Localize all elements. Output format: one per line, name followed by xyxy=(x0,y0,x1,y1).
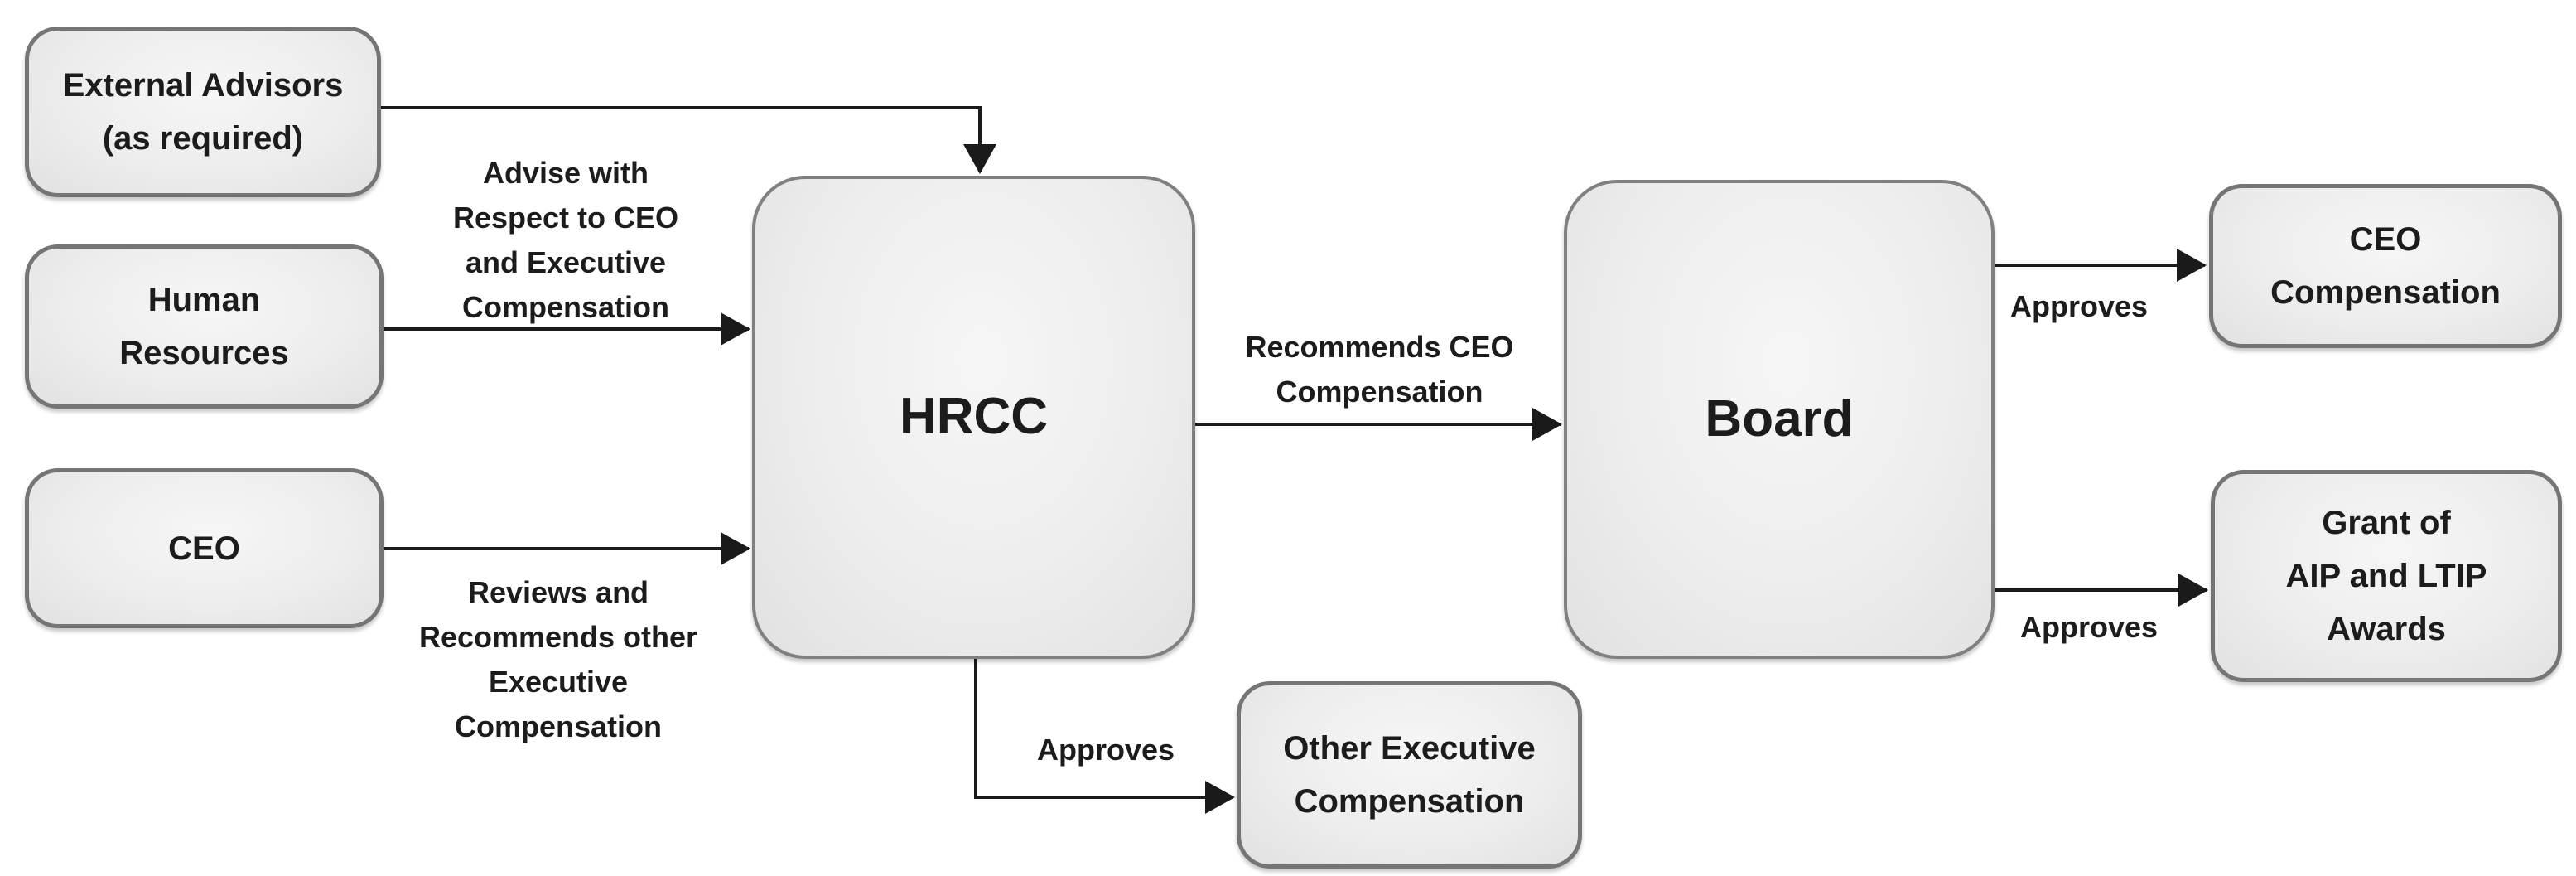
node-external-advisors-label: External Advisors (as required) xyxy=(62,67,344,157)
edge-hrcc-to-other-executive-compensation xyxy=(974,659,1235,814)
node-ceo-compensation-label: CEO Compensation xyxy=(2270,221,2501,311)
node-grant-of-aip-and-ltip-awards: Grant of AIP and LTIP Awards xyxy=(2211,470,2562,682)
edge-label-reviews-and-recommends: Reviews and Recommends other Executive C… xyxy=(418,575,698,743)
edge-label-approves-other-executive-compensation: Approves xyxy=(1036,733,1175,767)
node-board-label: Board xyxy=(1705,390,1854,448)
node-other-executive-compensation-label: Other Executive Compensation xyxy=(1283,730,1536,820)
node-hrcc-label: HRCC xyxy=(899,388,1049,446)
node-board: Board xyxy=(1564,180,1995,659)
node-grant-of-aip-and-ltip-awards-label: Grant of AIP and LTIP Awards xyxy=(2285,505,2487,647)
node-external-advisors: External Advisors (as required) xyxy=(25,27,381,197)
edge-label-recommends-ceo-compensation: Recommends CEO Compensation xyxy=(1245,330,1514,409)
node-human-resources-label: Human Resources xyxy=(119,282,289,371)
node-ceo: CEO xyxy=(25,468,384,628)
node-other-executive-compensation: Other Executive Compensation xyxy=(1237,681,1582,869)
edge-label-advise-with-respect-to-ceo: Advise with Respect to CEO and Executive… xyxy=(452,156,679,324)
node-hrcc: HRCC xyxy=(752,176,1195,659)
edge-label-approves-ceo-compensation: Approves xyxy=(2009,289,2149,323)
edge-label-approves-grant: Approves xyxy=(2019,610,2159,644)
node-ceo-compensation: CEO Compensation xyxy=(2209,184,2562,348)
edge-external-advisors-to-hrcc xyxy=(381,106,996,174)
node-human-resources: Human Resources xyxy=(25,244,384,409)
node-ceo-label: CEO xyxy=(168,530,240,567)
